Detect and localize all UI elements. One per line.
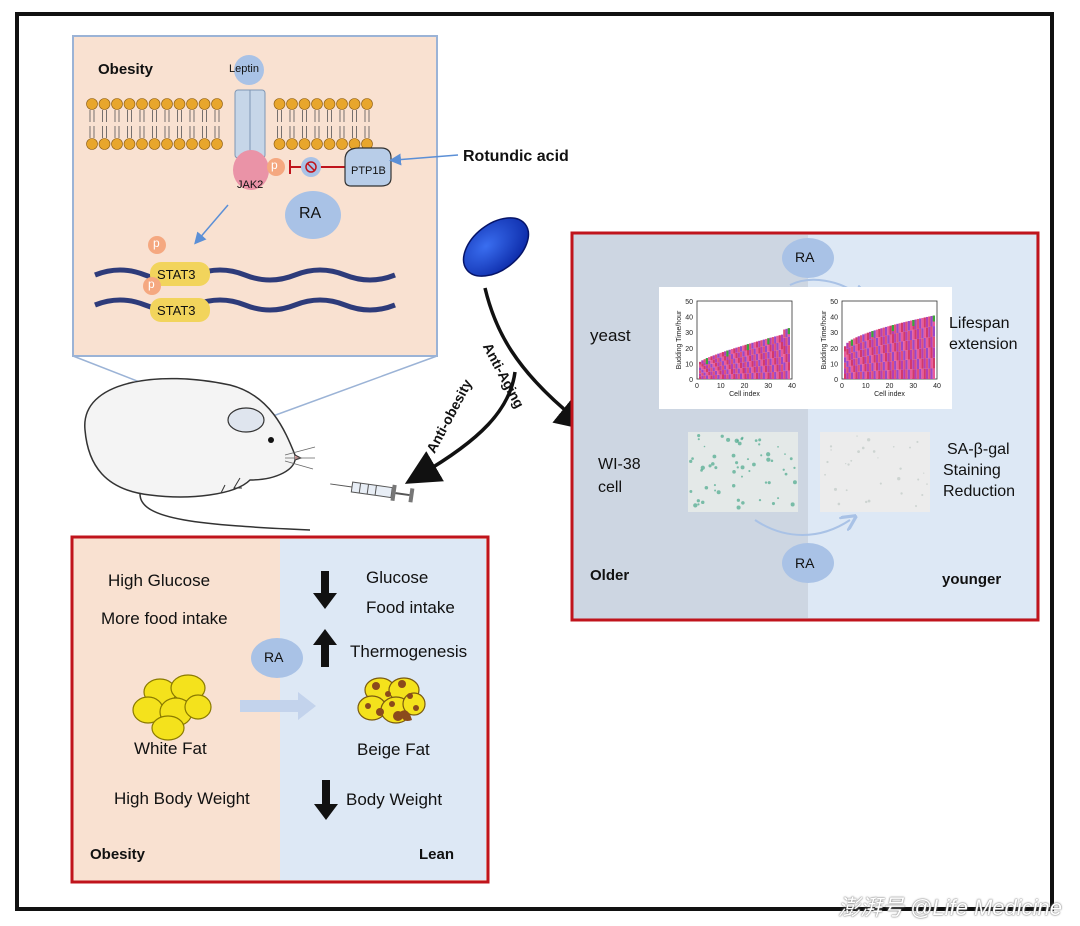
dna-strand-2 (94, 297, 396, 313)
obesity-label: Obesity (90, 846, 146, 863)
thermogenesis-label: Thermogenesis (350, 642, 468, 661)
chart-xtick: 20 (886, 383, 894, 390)
more-food-label: More food intake (101, 609, 228, 628)
anti-aging-arrow (483, 287, 591, 431)
ra-label-inset: RA (299, 205, 322, 222)
sagal-label-2: Staining (943, 462, 1001, 479)
chart-ytick: 20 (685, 346, 693, 353)
older-label: Older (590, 567, 630, 584)
wi38-label-1: WI-38 (598, 456, 641, 473)
chart-ytick: 50 (830, 299, 838, 306)
chart-xtick: 0 (695, 383, 699, 390)
wi38-stain-older (688, 432, 798, 512)
sagal-label-1: SA-β-gal (947, 441, 1010, 458)
yeast-label: yeast (590, 326, 631, 345)
watermark: 澎湃号 @Life Medicine (837, 895, 1062, 920)
chart-xtick: 30 (764, 383, 772, 390)
stat3-label-bottom: STAT3 (157, 303, 196, 318)
stat3-arrow (194, 204, 229, 245)
high-body-weight-label: High Body Weight (114, 789, 250, 808)
beige-fat-cells (357, 677, 426, 724)
leptin-ligand (234, 55, 264, 85)
chart-xlabel: Cell index (874, 391, 905, 398)
chart-xtick: 0 (840, 383, 844, 390)
chart-ytick: 0 (689, 377, 693, 384)
white-fat-cells (132, 674, 212, 741)
chart-xlabel: Cell index (729, 391, 760, 398)
jak2-p-label: p (271, 158, 278, 172)
chart-xtick: 10 (862, 383, 870, 390)
zoom-line-right (261, 355, 438, 421)
chart-ytick: 30 (830, 330, 838, 337)
lean-label: Lean (419, 846, 455, 863)
ra-circle-inset (285, 191, 341, 239)
younger-label: younger (942, 571, 1002, 588)
ra-label-aging-bottom: RA (795, 555, 815, 571)
rotundic-acid-label: Rotundic acid (463, 148, 569, 165)
chart-ytick: 40 (830, 315, 838, 322)
stat3-top (150, 262, 210, 286)
chart-ytick: 20 (830, 346, 838, 353)
wi38-stain-younger (820, 432, 930, 512)
chart-xtick: 10 (717, 383, 725, 390)
chart-ytick: 30 (685, 330, 693, 337)
ra-circle-obesity (251, 638, 303, 678)
chart-ylabel: Budding Time/hour (821, 310, 828, 369)
chart-xtick: 40 (788, 383, 796, 390)
high-glucose-label: High Glucose (108, 571, 211, 590)
stat3-label-top: STAT3 (157, 267, 196, 282)
sagal-label-3: Reduction (943, 483, 1016, 500)
ra-arrow-ptp1b (389, 153, 459, 166)
glucose-label: Glucose (366, 568, 429, 587)
ptp1b-label: PTP1B (351, 165, 386, 177)
ra-label-aging-top: RA (795, 249, 815, 265)
lifespan-label-2: extension (949, 336, 1018, 353)
cell-membrane (86, 98, 373, 150)
chart-ytick: 10 (830, 361, 838, 368)
food-intake-label: Food intake (366, 598, 455, 617)
dna-strand-1 (94, 267, 396, 283)
jak2-phospho (267, 158, 285, 176)
inset-title: Obesity (98, 61, 154, 78)
anti-obesity-arrow (404, 371, 517, 484)
jak2-shape (233, 150, 269, 190)
syringe (330, 481, 415, 503)
lifespan-label-1: Lifespan (949, 315, 1010, 332)
beige-fat-label: Beige Fat (357, 740, 430, 759)
chart-xtick: 40 (933, 383, 941, 390)
bodyweight-down-arrow (314, 780, 338, 820)
leptin-label: Leptin (229, 63, 259, 75)
thermogenesis-up-arrow (313, 629, 337, 667)
stat3-p-top: p (153, 236, 160, 250)
jak2-label: JAK2 (237, 179, 264, 191)
chart-ytick: 40 (685, 315, 693, 322)
chart-xtick: 20 (741, 383, 749, 390)
chart-ytick: 10 (685, 361, 693, 368)
figure-frame (15, 12, 1054, 911)
mouse-illustration (84, 377, 316, 531)
ra-label-obesity: RA (264, 649, 284, 665)
wi38-label-2: cell (598, 479, 623, 496)
white-fat-label: White Fat (134, 739, 207, 758)
chart-ylabel: Budding Time/hour (676, 310, 683, 369)
stat3-p-bottom: p (148, 277, 155, 291)
body-weight-label: Body Weight (346, 790, 443, 809)
ra-circle-aging-top (782, 238, 834, 278)
rotundic-acid-pill (462, 217, 530, 277)
white-to-beige-arrow (240, 692, 316, 720)
ptp1b-shape (344, 147, 392, 187)
chart-ytick: 0 (834, 377, 838, 384)
glucose-down-arrow (313, 571, 337, 609)
stat3-bottom (150, 298, 210, 322)
ra-circle-aging-bottom (782, 543, 834, 583)
chart-xtick: 30 (909, 383, 917, 390)
chart-ytick: 50 (685, 299, 693, 306)
